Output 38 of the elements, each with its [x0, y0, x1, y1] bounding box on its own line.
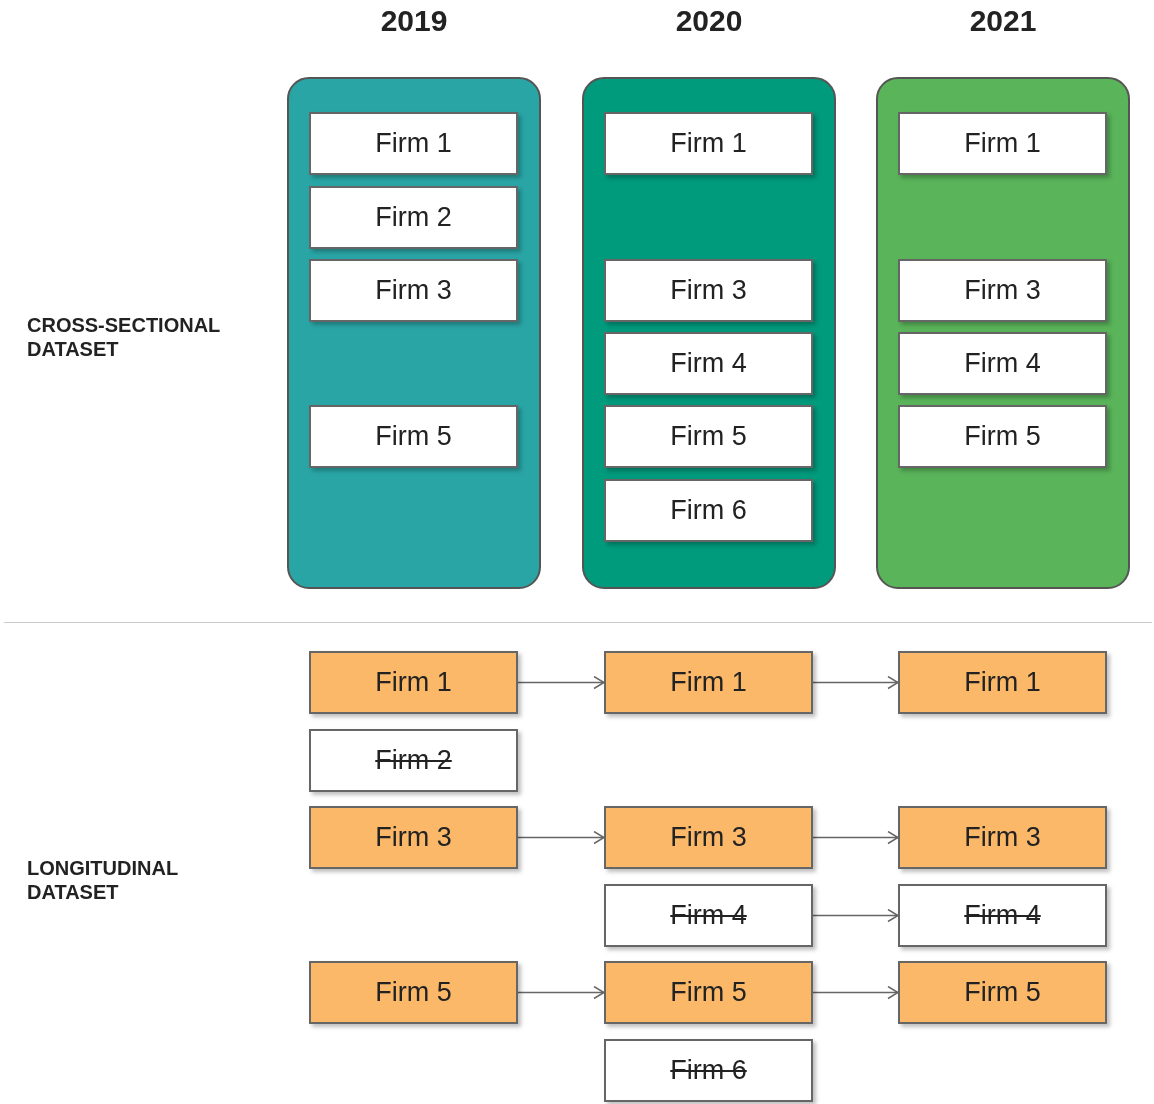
- firm-box: Firm 5: [898, 405, 1107, 468]
- firm-box: Firm 5: [604, 405, 813, 468]
- arrow: [812, 908, 899, 923]
- tracked-firm-box: Firm 1: [309, 651, 518, 714]
- arrow: [812, 830, 899, 845]
- arrow: [812, 675, 899, 690]
- arrow: [517, 675, 605, 690]
- tracked-firm-box: Firm 3: [309, 806, 518, 869]
- firm-box: Firm 4: [898, 332, 1107, 395]
- firm-box: Firm 6: [604, 479, 813, 542]
- firm-box: Firm 1: [309, 112, 518, 175]
- tracked-firm-box: Firm 5: [309, 961, 518, 1024]
- dropped-firm-box: Firm 4: [898, 884, 1107, 947]
- tracked-firm-box: Firm 1: [604, 651, 813, 714]
- firm-box: Firm 1: [898, 112, 1107, 175]
- year-heading: 2021: [969, 4, 1037, 38]
- tracked-firm-box: Firm 3: [604, 806, 813, 869]
- row-label: CROSS-SECTIONAL DATASET: [27, 313, 221, 361]
- firm-box: Firm 2: [309, 186, 518, 249]
- dropped-firm-box: Firm 4: [604, 884, 813, 947]
- row-label: LONGITUDINAL DATASET: [27, 856, 179, 904]
- year-heading: 2020: [675, 4, 743, 38]
- tracked-firm-box: Firm 5: [898, 961, 1107, 1024]
- firm-box: Firm 3: [604, 259, 813, 322]
- firm-box: Firm 1: [604, 112, 813, 175]
- year-heading: 2019: [380, 4, 448, 38]
- arrow: [517, 830, 605, 845]
- arrow: [517, 985, 605, 1000]
- arrow: [812, 985, 899, 1000]
- firm-box: Firm 4: [604, 332, 813, 395]
- dropped-firm-box: Firm 2: [309, 729, 518, 792]
- tracked-firm-box: Firm 5: [604, 961, 813, 1024]
- tracked-firm-box: Firm 3: [898, 806, 1107, 869]
- firm-box: Firm 5: [309, 405, 518, 468]
- firm-box: Firm 3: [898, 259, 1107, 322]
- firm-box: Firm 3: [309, 259, 518, 322]
- tracked-firm-box: Firm 1: [898, 651, 1107, 714]
- dropped-firm-box: Firm 6: [604, 1039, 813, 1102]
